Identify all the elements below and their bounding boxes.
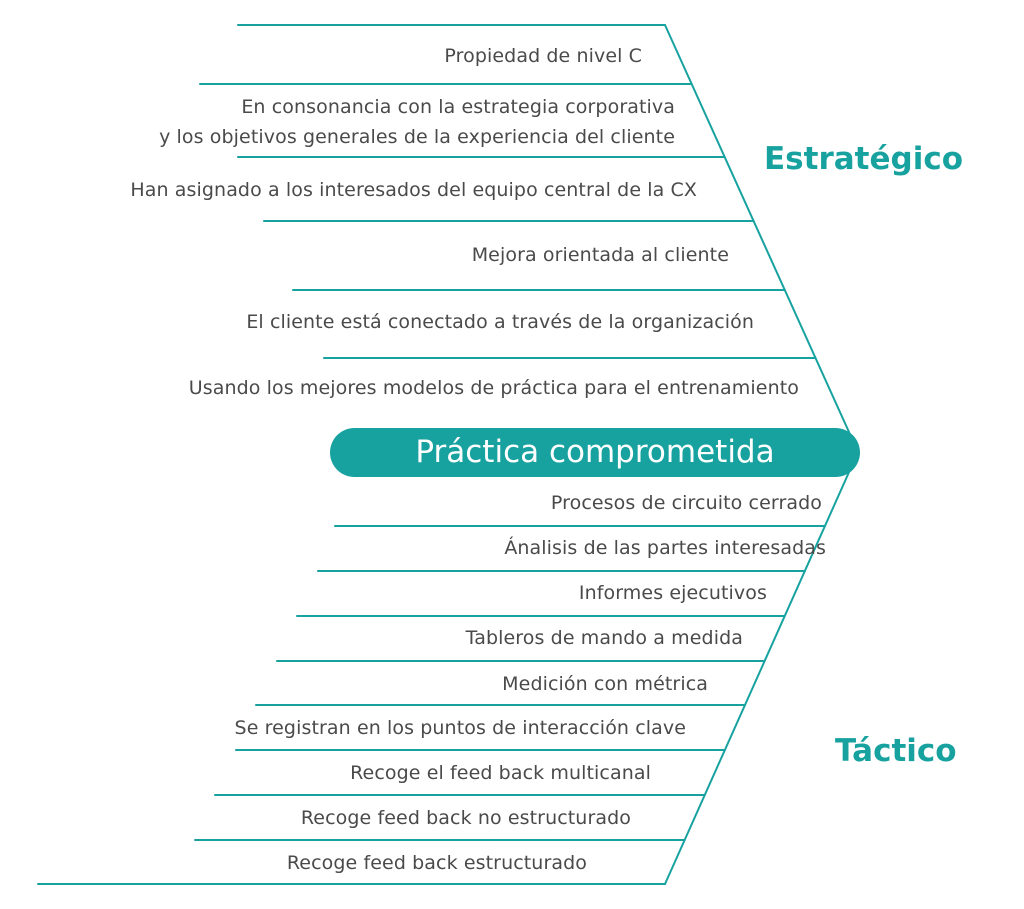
strategic-item-alignment: En consonancia con la estrategia corpora…: [159, 92, 675, 152]
strategic-item-customer-improvement: Mejora orientada al cliente: [471, 244, 729, 266]
chevron-lower-arm: [664, 451, 859, 885]
tactical-item-dashboards: Tableros de mando a medida: [465, 627, 743, 649]
tactical-item-closed-loop: Procesos de circuito cerrado: [550, 492, 822, 514]
tactical-item-touchpoints: Se registran en los puntos de interacció…: [234, 717, 686, 739]
center-label: Práctica comprometida: [330, 428, 860, 477]
tactical-item-unstructured-feedback: Recoge feed back no estructurado: [300, 807, 631, 829]
tactical-item-stakeholder-analysis: Ánalisis de las partes interesadas: [504, 537, 826, 559]
tactical-item-structured-feedback: Recoge feed back estructurado: [286, 852, 587, 874]
strategic-item-connected-customer: El cliente está conectado a través de la…: [246, 311, 754, 333]
strategic-item-c-level: Propiedad de nivel C: [444, 45, 642, 67]
strategic-item-best-practice: Usando los mejores modelos de práctica p…: [188, 377, 799, 399]
chevron-upper-arm: [664, 24, 859, 453]
section-label-tactical: Táctico: [835, 733, 957, 769]
tactical-item-executive-reports: Informes ejecutivos: [578, 582, 767, 604]
tactical-item-multichannel-feedback: Recoge el feed back multicanal: [350, 762, 651, 784]
strategic-item-alignment-text: En consonancia con la estrategia corpora…: [159, 96, 675, 148]
tactical-item-metrics: Medición con métrica: [502, 673, 708, 695]
section-label-strategic: Estratégico: [764, 141, 963, 177]
strategic-item-core-team: Han asignado a los interesados del equip…: [130, 179, 697, 201]
